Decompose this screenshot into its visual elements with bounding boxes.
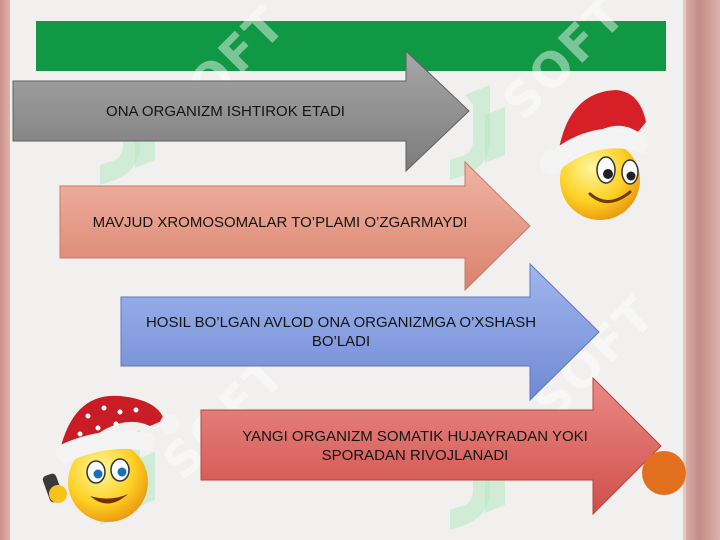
arrow-4-shape	[200, 376, 662, 516]
right-frame-line	[683, 0, 686, 540]
santa-hat-phone-smiley-icon	[42, 395, 180, 522]
santa-hat-smiley-icon	[540, 90, 648, 220]
arrow-1-text: ONA ORGANIZM ISHTIROK ETADI	[106, 102, 345, 120]
arrow-2: MAVJUD XROMOSOMALAR TO’PLAMI O’ZGARMAYDI	[59, 160, 531, 292]
accent-dot	[642, 451, 686, 495]
right-frame-border	[686, 0, 720, 540]
left-frame-border	[0, 0, 10, 540]
title-bar	[36, 21, 666, 71]
arrow-1: ONA ORGANIZM ISHTIROK ETADI	[12, 49, 470, 173]
arrow-4-text: YANGI ORGANIZM SOMATIK HUJAYRADAN YOKI S…	[242, 428, 588, 464]
arrow-1-shape	[12, 49, 470, 173]
arrow-3-shape	[120, 262, 600, 402]
arrow-3-text: HOSIL BO’LGAN AVLOD ONA ORGANIZMGA O’XSH…	[145, 314, 537, 350]
arrow-4: YANGI ORGANIZM SOMATIK HUJAYRADAN YOKI S…	[200, 376, 662, 516]
arrow-2-text: MAVJUD XROMOSOMALAR TO’PLAMI O’ZGARMAYDI	[92, 213, 468, 231]
arrow-3: HOSIL BO’LGAN AVLOD ONA ORGANIZMGA O’XSH…	[120, 262, 600, 402]
arrow-2-shape	[59, 160, 531, 292]
